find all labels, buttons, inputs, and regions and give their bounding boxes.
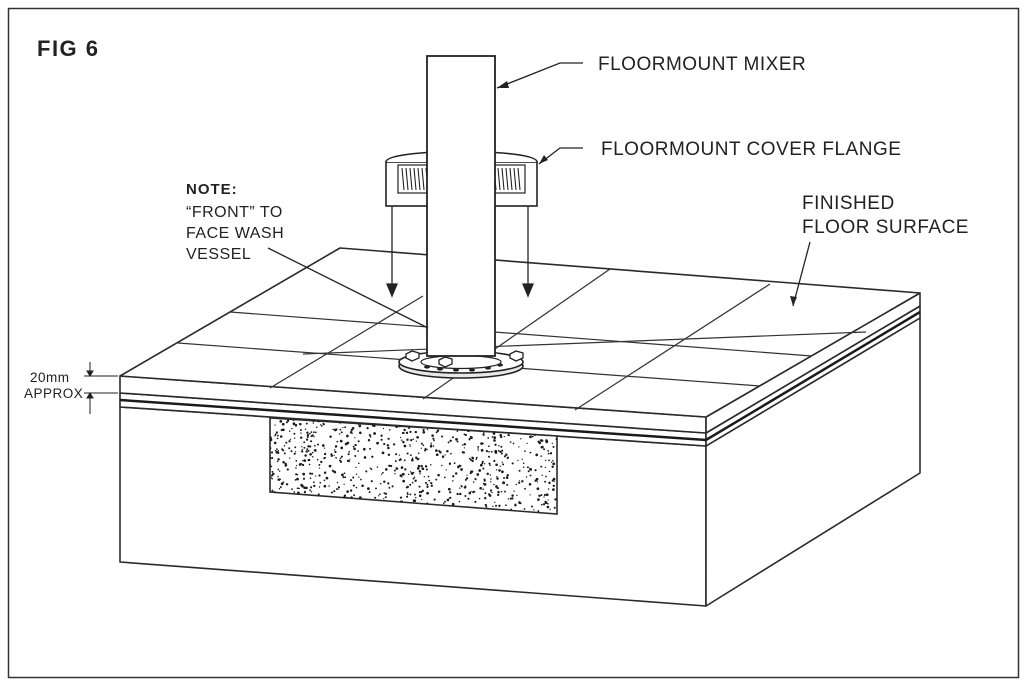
floormount-mixer-column bbox=[426, 55, 496, 357]
dimension-note: APPROX bbox=[24, 386, 83, 401]
note-heading: NOTE: bbox=[186, 181, 238, 198]
dimension-20mm bbox=[84, 362, 118, 414]
leader-arrowheads bbox=[497, 81, 797, 306]
membrane-line bbox=[119, 310, 921, 442]
figure-frame bbox=[7, 7, 1020, 679]
label-floor-surface: FLOOR SURFACE bbox=[802, 217, 969, 238]
label-floormount-mixer: FLOORMOUNT MIXER bbox=[598, 54, 806, 75]
plate-bolts bbox=[405, 350, 524, 368]
dimension-value: 20mm bbox=[30, 370, 70, 385]
install-arrows bbox=[386, 206, 534, 298]
label-finished: FINISHED bbox=[802, 193, 895, 214]
floor-slab-top bbox=[119, 247, 921, 418]
note-line-3: VESSEL bbox=[186, 246, 251, 263]
figure-title: FIG 6 bbox=[37, 36, 100, 61]
note-line-1: “FRONT” TO bbox=[186, 204, 283, 221]
label-cover-flange: FLOORMOUNT COVER FLANGE bbox=[601, 139, 901, 160]
note-line-2: FACE WASH bbox=[186, 225, 284, 242]
